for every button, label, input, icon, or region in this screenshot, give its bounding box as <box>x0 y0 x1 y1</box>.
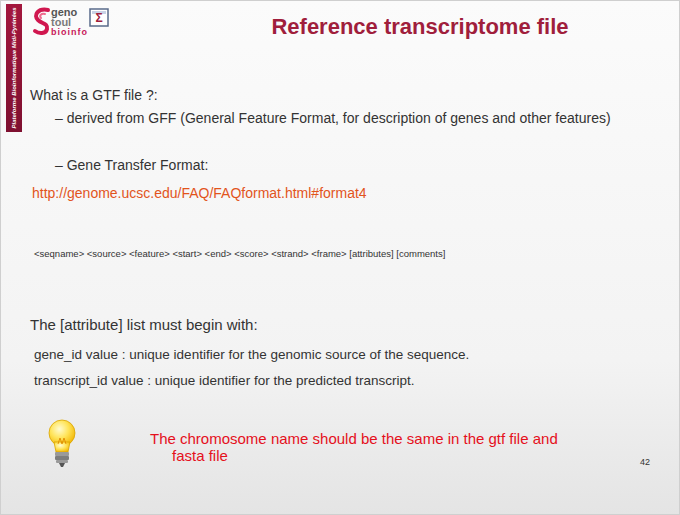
body-text: The [attribute] list must begin with: <box>30 316 258 333</box>
bullet-text: – derived from GFF (General Feature Form… <box>55 110 644 126</box>
sidebar-text: Plateforme Bioinformatique Midi-Pyrénées <box>11 7 17 128</box>
body-text: transcript_id value : unique identifier … <box>34 373 414 389</box>
slide-title: Reference transcriptome file <box>180 14 660 39</box>
page-number: 42 <box>630 457 660 467</box>
format-line: <seqname> <source> <feature> <start> <en… <box>34 249 445 260</box>
logo-swirl <box>35 10 48 33</box>
sigma-icon <box>90 9 108 26</box>
note-text: The chromosome name should be the same i… <box>150 430 560 465</box>
body-text: gene_id value : unique identifier for th… <box>34 347 469 363</box>
body-text: What is a GTF file ?: <box>30 87 158 103</box>
sigma-symbol: Σ <box>90 12 108 26</box>
side-bar <box>6 4 22 132</box>
logo-word: bioinfo <box>51 27 88 37</box>
link-text: http://genome.ucsc.edu/FAQ/FAQformat.htm… <box>32 185 367 201</box>
logo-word: toul <box>51 16 71 29</box>
lightbulb-icon <box>49 420 75 467</box>
bullet-text: – Gene Transfer Format: <box>55 157 208 173</box>
